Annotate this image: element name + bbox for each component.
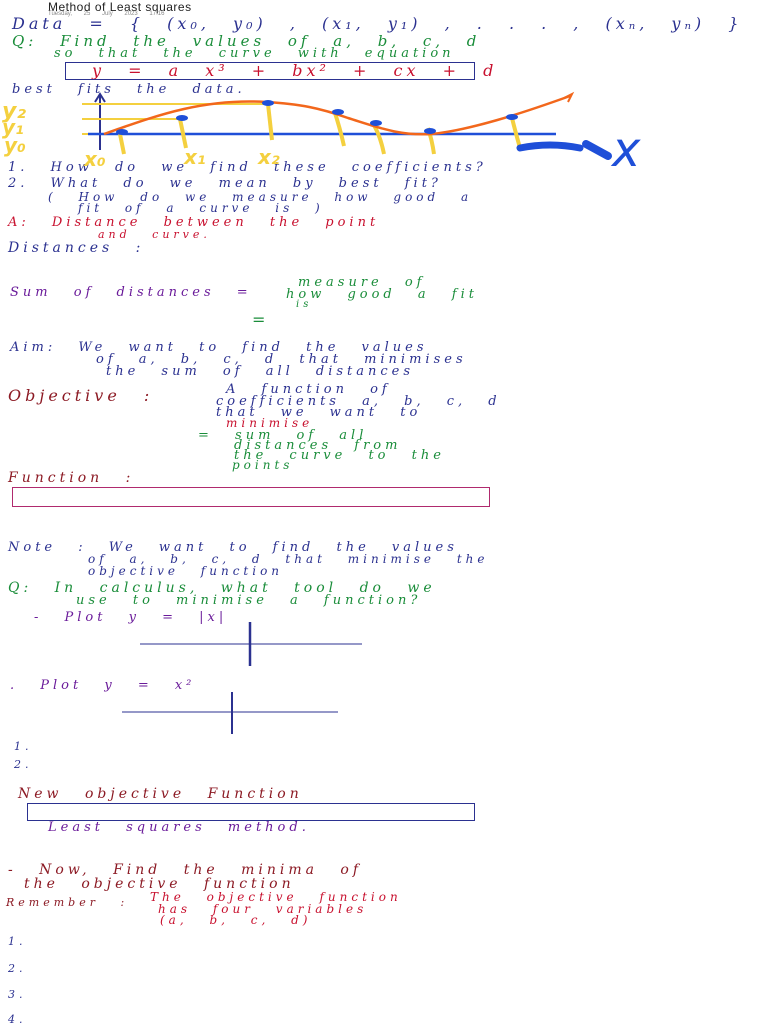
note-line-m3: 3.	[8, 988, 27, 1001]
note-line-q2a: Q: In calculus, what tool do we	[8, 580, 436, 596]
note-line-obj1: A function of	[226, 382, 391, 397]
page-time: 17:16	[149, 11, 165, 17]
sketch-label-y0: y₀	[4, 133, 26, 157]
note-line-n2: 2.	[14, 758, 33, 771]
note-line-m4: 4.	[8, 1013, 27, 1026]
note-line-q1b: so that the curve with equation	[54, 46, 455, 61]
note-line-rem: Remember :	[6, 896, 129, 909]
square-plot-axes	[122, 692, 338, 734]
note-line-obj2: coefficients a, b, c, d	[216, 394, 501, 409]
note-line-m2: 2.	[8, 962, 27, 975]
note-line-lsm: Least squares method.	[48, 820, 310, 835]
note-line-meas1: measure of	[298, 275, 426, 290]
sketch-label-y2: y₂	[2, 99, 26, 124]
note-line-obj6: distances from	[234, 438, 402, 453]
note-line-func: Function :	[8, 470, 135, 486]
note-line-note1: Note : We want to find the values	[8, 540, 458, 555]
note-line-aim3: the sum of all distances	[106, 364, 415, 379]
note-line-obj7: the curve to the	[234, 448, 445, 463]
data-curve-sketch: y₂ y₁ y₀ x x₀ x₁	[2, 91, 641, 178]
note-line-meas2: how good a fit	[286, 287, 478, 302]
note-line-plot2: . Plot y = x²	[10, 678, 196, 693]
note-line-aim2: of a, b, c, d that minimises	[96, 352, 467, 367]
note-line-now2: the objective function	[24, 876, 295, 892]
note-line-how2b: ( How do we measure how good a	[48, 190, 473, 204]
note-line-dist: Distances :	[8, 240, 145, 256]
sketch-label-x2: x₂	[257, 145, 280, 169]
sketch-label-x1: x₁	[183, 145, 206, 169]
note-line-q2b: use to minimise a function?	[76, 593, 422, 608]
note-line-data: Data = { (x₀, y₀) , (x₁, y₁) , . . . , (…	[12, 14, 743, 33]
sketch-label-y1: y₁	[2, 115, 24, 139]
page-title: Method of Least squares	[48, 0, 192, 14]
page-timestamp: Tuesday, 25 July 2023 17:16	[48, 11, 164, 17]
sketch-label-x0: x₀	[83, 147, 106, 171]
note-line-aim1: Aim: We want to find the values	[10, 340, 428, 355]
note-line-ans: A: Distance between the point	[8, 215, 380, 230]
sketch-axis-x: x	[610, 122, 641, 178]
note-line-bestfit: best fits the data.	[12, 82, 246, 97]
note-line-obj: Objective :	[8, 386, 154, 405]
note-line-how1: 1. How do we find these coefficients?	[8, 160, 487, 175]
note-line-how2c: fit of a curve is )	[78, 201, 324, 215]
note-line-obj3: that we want to	[216, 405, 422, 420]
note-line-eqn: y = a x³ + bx² + cx + d	[92, 61, 498, 80]
note-line-meas3: is	[296, 299, 313, 310]
note-line-obj5: = sum of all	[198, 428, 368, 443]
abs-plot-axes	[140, 622, 362, 666]
new-objective-box	[27, 803, 475, 821]
function-box	[12, 487, 490, 507]
note-line-ans2: and curve.	[98, 228, 211, 241]
note-line-rem1: The objective function	[150, 890, 402, 904]
note-line-how2: 2. What do we mean by best fit?	[8, 176, 442, 191]
note-line-rem3: (a, b, c, d)	[160, 913, 312, 927]
note-line-obj4: minimise	[226, 416, 314, 430]
note-line-plot1: - Plot y = |x|	[34, 610, 228, 625]
note-line-n1: 1.	[14, 740, 33, 753]
equation-box	[65, 62, 475, 80]
note-line-q1a: Q: Find the values of a, b, c, d	[12, 32, 481, 50]
note-line-eqsign: =	[252, 310, 270, 329]
note-line-obj8: points	[232, 458, 294, 472]
note-line-note2: of a, b, c, d that minimise the	[88, 552, 489, 566]
note-line-note3: objective function	[88, 564, 284, 578]
note-line-sum: Sum of distances =	[10, 285, 252, 300]
page-date: Tuesday, 25 July 2023	[48, 11, 138, 17]
note-line-newobj: New objective Function	[18, 786, 303, 802]
note-line-m1: 1.	[8, 935, 27, 948]
note-line-rem2: has four variables	[158, 902, 368, 916]
note-line-now1: - Now, Find the minima of	[8, 862, 363, 878]
